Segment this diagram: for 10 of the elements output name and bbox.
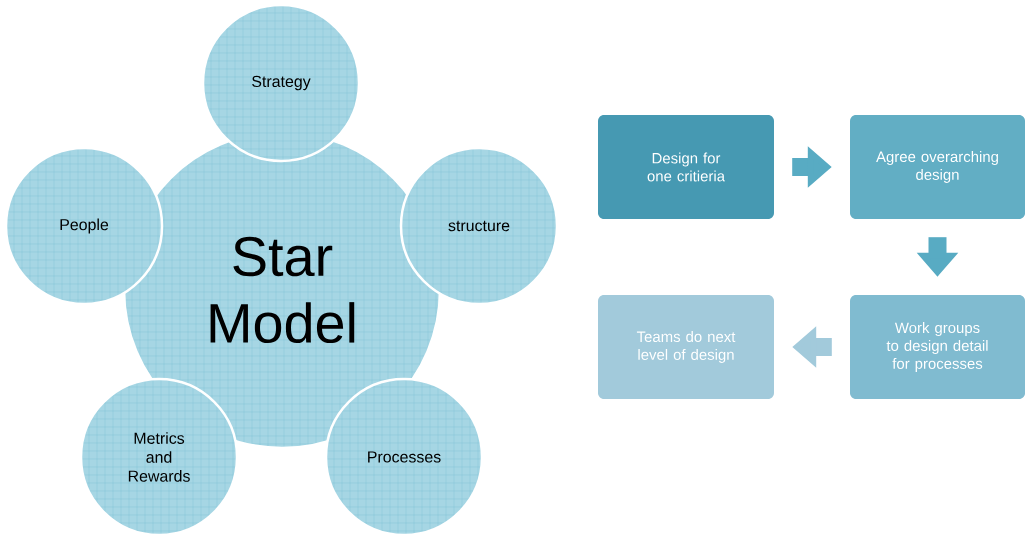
process-box: Design for one critieria (598, 115, 774, 219)
process-box: Work groups to design detail for processes (850, 295, 1025, 399)
circle-node: Processes (324, 377, 484, 537)
circle-node: structure (399, 146, 559, 306)
process-box: Agree overarching design (850, 115, 1025, 219)
process-box: Teams do next level of design (598, 295, 774, 399)
circle-node: People (4, 146, 164, 306)
circle-node: Strategy (201, 3, 361, 163)
circle-node: Metrics and Rewards (79, 377, 239, 537)
node-label: Strategy (252, 75, 311, 91)
